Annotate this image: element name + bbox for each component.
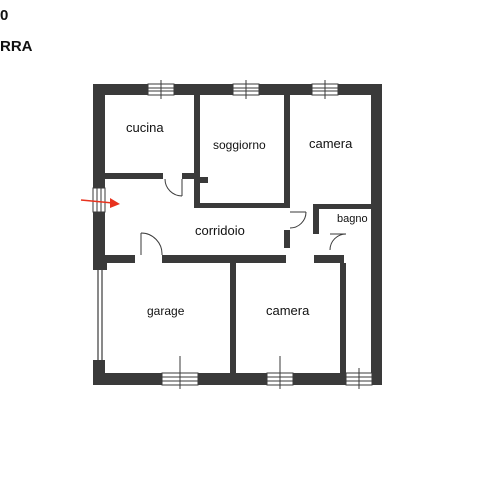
window-bottom-3-icon [345,368,373,389]
wall-soggiorno-stub [194,177,208,183]
wall-soggiorno-lower [194,183,200,203]
door-camera-top-icon [289,211,307,229]
entrance-arrow-icon [80,198,120,208]
wall-left-upper [93,84,105,188]
window-top-3-icon [311,80,339,99]
wall-left-lower [93,360,105,385]
wall-bagno-left [313,204,319,234]
wall-camera-bagno [340,263,346,373]
window-top-2-icon [232,80,260,99]
room-label-corridoio: corridoio [195,223,245,238]
wall-corridoio-top [194,203,290,208]
room-label-soggiorno: soggiorno [213,138,266,152]
wall-cucina-bottom-right [182,173,194,179]
windows [92,80,373,389]
wall-right [371,84,382,385]
door-cucina-icon [164,178,183,197]
window-bottom-1-icon [161,356,199,389]
wall-garage-top-right [162,255,286,263]
room-label-camera-top: camera [309,136,353,151]
header-line-1: 0 [0,7,9,24]
doors [140,178,347,256]
room-label-camera-bottom: camera [266,303,310,318]
room-label-garage: garage [147,304,185,318]
entrance-door-frame-icon [92,187,106,213]
interior-walls [105,95,371,373]
wall-corridoio-right [284,230,290,248]
window-top-1-icon [147,80,175,99]
wall-bottom [93,373,382,385]
wall-cucina-bottom-left [105,173,163,179]
wall-garage-camera [230,263,236,373]
wall-left-notch [93,260,107,270]
left-thin-wall [97,270,103,360]
wall-bagno-top [313,204,371,209]
wall-left-middle [93,212,105,260]
door-garage-icon [140,232,163,256]
window-bottom-2-icon [266,356,294,389]
wall-camera-top-left [284,95,290,206]
room-label-bagno: bagno [337,213,368,225]
wall-garage-top-left [105,255,135,263]
wall-cucina-soggiorno [194,95,200,177]
door-bagno-icon [329,233,347,251]
room-label-cucina: cucina [126,120,164,135]
wall-bagno-bottom [314,255,344,263]
header-line-2: RRA [0,38,33,55]
